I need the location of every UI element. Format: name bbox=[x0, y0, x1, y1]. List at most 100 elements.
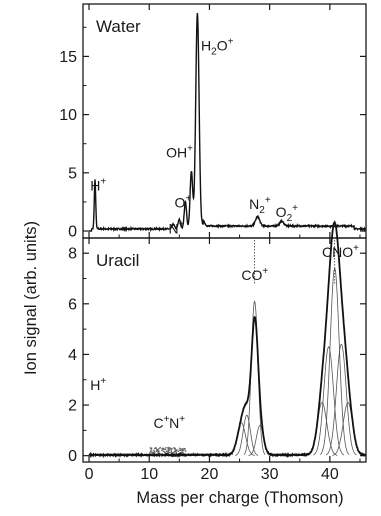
fit-component bbox=[235, 414, 259, 456]
x-tick-label: 20 bbox=[201, 466, 219, 483]
peak-annotation: OH+ bbox=[166, 144, 193, 161]
noise-dot bbox=[151, 451, 153, 453]
noise-dot bbox=[167, 451, 169, 454]
noise-dot bbox=[166, 450, 168, 452]
peak-annotation: N+ bbox=[169, 414, 185, 431]
noise-dot bbox=[175, 451, 177, 453]
noise-dot bbox=[162, 448, 164, 451]
fit-component bbox=[227, 422, 255, 456]
noise-dot bbox=[172, 452, 174, 454]
noise-dot bbox=[170, 450, 173, 452]
y-axis-title: Ion signal (arb. units) bbox=[22, 221, 40, 375]
y-tick-label: 4 bbox=[68, 347, 77, 364]
fit-component bbox=[243, 300, 266, 455]
noise-dot bbox=[162, 447, 165, 449]
noise-dot bbox=[176, 449, 178, 451]
noise-dot bbox=[167, 447, 169, 449]
noise-dot bbox=[175, 452, 178, 455]
noise-dot bbox=[156, 449, 158, 451]
noise-dot bbox=[149, 451, 151, 454]
panel-frame bbox=[82, 237, 367, 463]
x-tick-label: 30 bbox=[261, 466, 279, 483]
noise-dot bbox=[182, 451, 184, 453]
noise-dot bbox=[159, 446, 161, 449]
noise-dot bbox=[168, 447, 170, 450]
noise-dot bbox=[163, 448, 165, 450]
noise-dot bbox=[179, 449, 181, 452]
noise-dot bbox=[173, 451, 175, 453]
peak-annotation: CO+ bbox=[241, 266, 268, 283]
water-spectrum-line bbox=[89, 13, 366, 233]
y-tick-label: 8 bbox=[68, 246, 77, 263]
noise-dot bbox=[164, 452, 167, 454]
noise-dot bbox=[175, 455, 177, 457]
fit-component bbox=[313, 346, 345, 456]
noise-dot bbox=[161, 447, 163, 450]
noise-dot bbox=[180, 449, 182, 451]
noise-dot bbox=[175, 452, 177, 454]
y-tick-label: 0 bbox=[68, 448, 77, 465]
y-tick-label: 15 bbox=[59, 49, 77, 66]
noise-dot bbox=[168, 449, 170, 451]
noise-dot bbox=[178, 449, 181, 451]
peak-annotation: O2+ bbox=[276, 203, 298, 224]
noise-dot bbox=[167, 448, 169, 450]
noise-dot bbox=[183, 449, 185, 452]
noise-dot bbox=[184, 453, 187, 455]
noise-dot bbox=[176, 449, 178, 452]
peak-annotation: H2O+ bbox=[201, 37, 234, 58]
noise-dot bbox=[184, 450, 187, 452]
noise-dot bbox=[149, 450, 152, 453]
noise-dot bbox=[184, 448, 186, 450]
x-axis-title: Mass per charge (Thomson) bbox=[136, 489, 343, 507]
peak-annotation: H+ bbox=[90, 376, 106, 393]
noise-dot bbox=[165, 447, 167, 449]
noise-dot bbox=[170, 448, 172, 450]
panel-label: Water bbox=[96, 17, 141, 36]
peak-annotation: N2+ bbox=[249, 195, 271, 216]
noise-dot bbox=[154, 447, 157, 449]
x-tick-label: 10 bbox=[140, 466, 158, 483]
noise-dot bbox=[171, 447, 173, 450]
noise-dot bbox=[169, 447, 171, 449]
fit-component bbox=[325, 343, 357, 456]
peak-annotation: H+ bbox=[90, 176, 106, 193]
noise-dot bbox=[180, 448, 182, 450]
x-tick-label: 0 bbox=[85, 466, 94, 483]
noise-dot bbox=[149, 447, 152, 449]
noise-dot bbox=[170, 450, 173, 453]
noise-dot bbox=[178, 447, 181, 449]
noise-dot bbox=[155, 447, 158, 449]
y-tick-label: 10 bbox=[59, 107, 77, 124]
peak-annotation: CNO+ bbox=[322, 243, 359, 260]
peak-annotation: N+ bbox=[169, 219, 185, 236]
noise-dot bbox=[157, 448, 159, 451]
noise-dot bbox=[151, 447, 153, 449]
noise-dot bbox=[177, 450, 179, 452]
x-tick-label: 40 bbox=[321, 466, 339, 483]
noise-dot bbox=[158, 448, 160, 450]
noise-dot bbox=[181, 450, 183, 452]
noise-dot bbox=[168, 451, 170, 453]
noise-dot bbox=[150, 448, 153, 450]
noise-dot bbox=[157, 449, 160, 452]
noise-dot bbox=[157, 451, 159, 453]
noise-dot bbox=[161, 449, 163, 451]
y-tick-label: 0 bbox=[68, 224, 77, 241]
noise-dot bbox=[160, 455, 162, 457]
noise-dot bbox=[164, 448, 166, 450]
noise-dot bbox=[156, 450, 158, 452]
uracil-envelope-line bbox=[88, 220, 366, 459]
noise-dot bbox=[167, 452, 169, 454]
noise-dot bbox=[150, 451, 153, 453]
noise-dot bbox=[150, 449, 152, 452]
noise-dot bbox=[182, 448, 185, 450]
noise-dot bbox=[169, 448, 171, 450]
y-tick-label: 5 bbox=[68, 165, 77, 182]
noise-dot bbox=[158, 452, 161, 455]
noise-dot bbox=[179, 452, 181, 454]
noise-dot bbox=[162, 450, 164, 452]
noise-dot bbox=[174, 448, 176, 450]
